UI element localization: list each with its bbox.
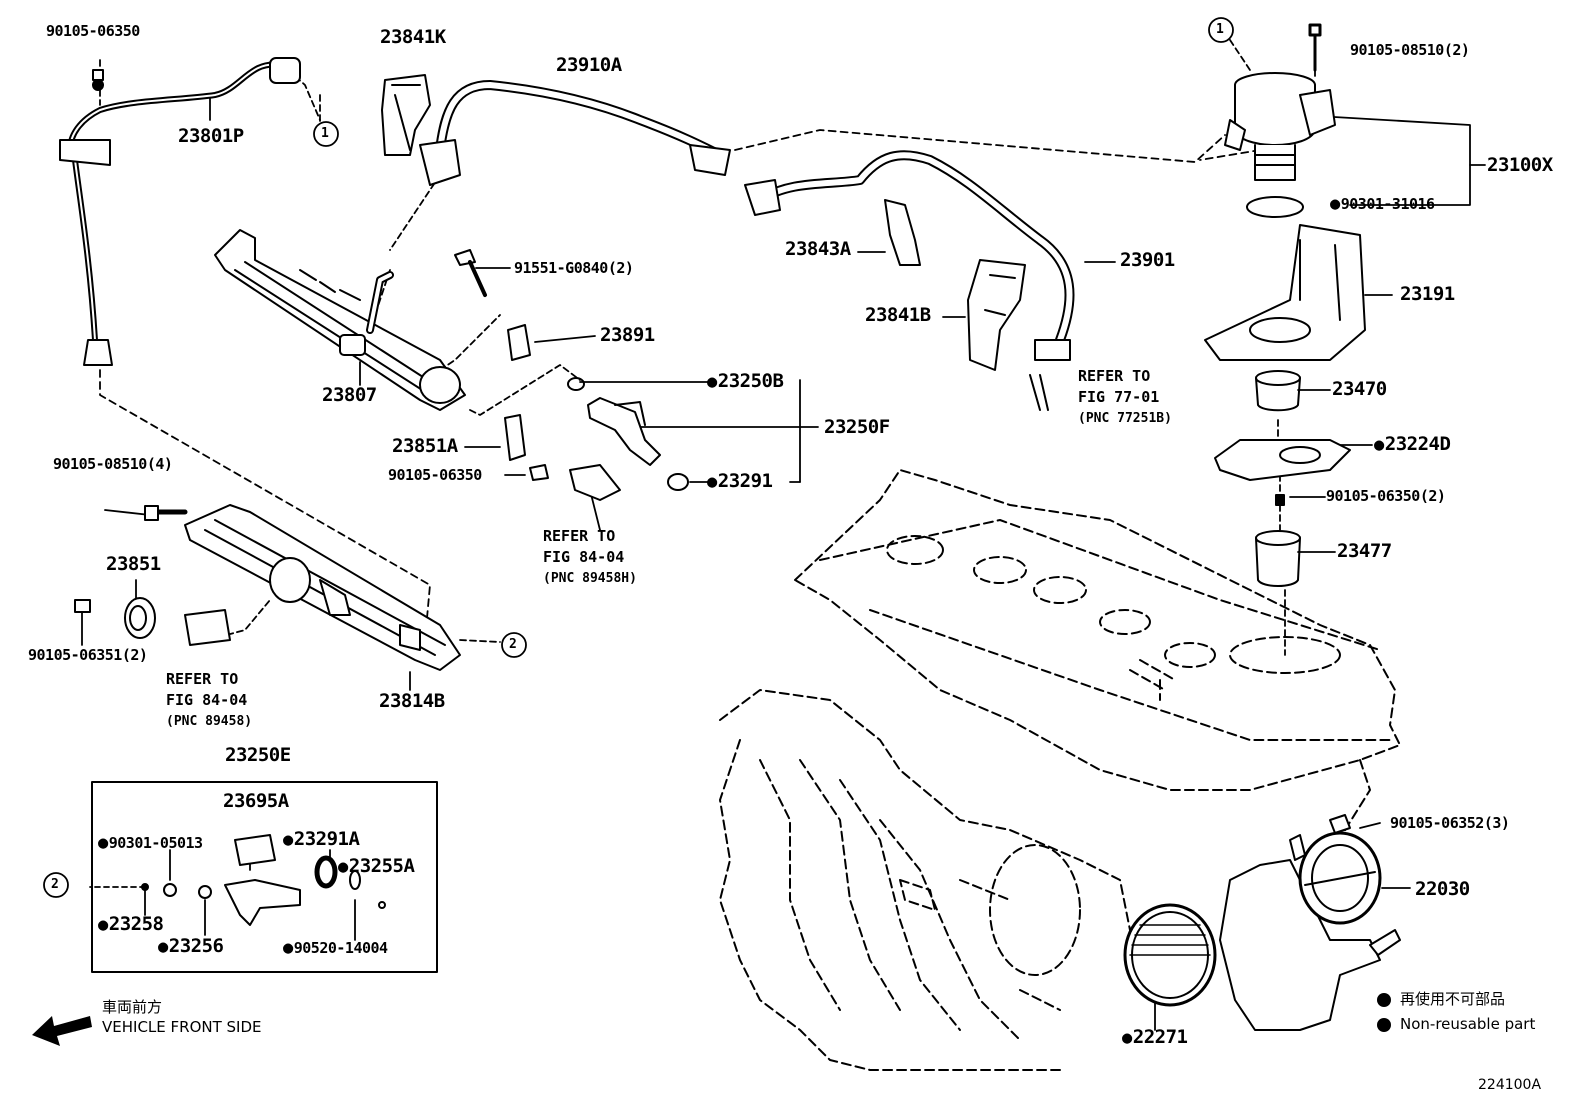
- refer-fig-84-04-left: REFER TO FIG 84-04 (PNC 89458): [166, 669, 252, 732]
- part-23910A-pipe: [419, 80, 731, 186]
- label-23224D: 23224D: [1374, 435, 1451, 454]
- part-22030-throttle: [1219, 814, 1401, 1031]
- part-23851: [74, 597, 156, 639]
- label-23910A: 23910A: [556, 54, 622, 76]
- part-23891: [507, 324, 531, 361]
- part-23807-rail: [214, 229, 466, 411]
- refer-fig84-mid-line3: (PNC 89458H): [543, 571, 637, 586]
- callout-circles: [43, 17, 1234, 898]
- refer-fig-77-01: REFER TO FIG 77-01 (PNC 77251B): [1078, 366, 1172, 429]
- label-23695A: 23695A: [223, 790, 289, 812]
- part-23191-bracket: [1204, 224, 1366, 361]
- label-90301-05013: 90301-05013: [98, 835, 203, 852]
- part-91551-bolt: [454, 249, 487, 297]
- label-23814B: 23814B: [379, 690, 445, 712]
- refer-fig77-line3: (PNC 77251B): [1078, 411, 1172, 426]
- label-23843A: 23843A: [785, 238, 851, 260]
- part-23841K: [381, 74, 431, 156]
- refer-fig84-left-line3: (PNC 89458): [166, 714, 253, 729]
- label-91551-G0840-2: 91551-G0840(2): [514, 259, 634, 277]
- label-22271: 22271: [1122, 1028, 1188, 1047]
- label-23801P: 23801P: [178, 125, 244, 147]
- label-90105-06351-2: 90105-06351(2): [28, 646, 148, 664]
- legend-dots: [1377, 993, 1391, 1032]
- part-23814B-rail: [144, 504, 461, 671]
- part-23901-pipe: [744, 150, 1075, 411]
- label-23851: 23851: [106, 553, 161, 575]
- label-23250E: 23250E: [225, 744, 291, 766]
- label-23191: 23191: [1400, 283, 1455, 305]
- label-23255A: 23255A: [338, 857, 415, 876]
- part-sensor-89458: [184, 609, 231, 646]
- front-arrow-icon: [32, 1016, 92, 1046]
- label-90105-06350-2: 90105-06350(2): [1326, 487, 1446, 505]
- label-23258: 23258: [98, 915, 164, 934]
- part-23801P-pipe: [59, 57, 301, 366]
- label-90105-06352-3: 90105-06352(3): [1390, 814, 1510, 832]
- refer-fig77-line1: REFER TO: [1078, 367, 1151, 385]
- part-23851A: [504, 414, 549, 481]
- label-23807: 23807: [322, 384, 377, 406]
- refer-fig77-line2: FIG 77-01: [1078, 388, 1160, 406]
- part-23477: [1255, 494, 1301, 587]
- label-22030: 22030: [1415, 878, 1470, 900]
- label-23901: 23901: [1120, 249, 1175, 271]
- label-90105-08510-4: 90105-08510(4): [53, 455, 173, 473]
- legend-jp: 再使用不可部品: [1400, 990, 1506, 1008]
- refer-fig84-left-line2: FIG 84-04: [166, 691, 248, 709]
- label-23291A: 23291A: [283, 830, 360, 849]
- front-side-en: VEHICLE FRONT SIDE: [102, 1018, 262, 1036]
- label-23470: 23470: [1332, 378, 1387, 400]
- label-90301-31016: 90301-31016: [1330, 196, 1435, 213]
- part-23100X-pump: [1224, 23, 1336, 218]
- label-90105-06350-top: 90105-06350: [46, 22, 140, 40]
- legend-en: Non-reusable part: [1400, 1015, 1536, 1033]
- callout-1-pump: 1: [1216, 22, 1224, 37]
- part-22271-gasket: [1123, 903, 1217, 1007]
- label-23250B: 23250B: [707, 372, 784, 391]
- callout-2-rail: 2: [509, 637, 517, 652]
- kit-box-23250E: [91, 781, 438, 973]
- label-23851A: 23851A: [392, 435, 458, 457]
- callout-1-top: 1: [321, 126, 329, 141]
- label-23291: 23291: [707, 472, 773, 491]
- figure-id: 224100A: [1478, 1077, 1542, 1093]
- part-23250F-injector: [567, 377, 689, 491]
- label-23256: 23256: [158, 937, 224, 956]
- part-23841B: [967, 259, 1026, 371]
- part-sensor-89458H: [569, 464, 621, 501]
- refer-fig84-mid-line1: REFER TO: [543, 527, 616, 545]
- refer-fig84-mid-line2: FIG 84-04: [543, 548, 625, 566]
- label-23841K: 23841K: [380, 26, 446, 48]
- label-23841B: 23841B: [865, 304, 931, 326]
- label-23891: 23891: [600, 324, 655, 346]
- part-23470: [1255, 370, 1301, 412]
- label-90520-14004: 90520-14004: [283, 940, 388, 957]
- callout-2-box: 2: [51, 877, 59, 892]
- label-90105-06350-mid: 90105-06350: [388, 466, 482, 484]
- label-23100X: 23100X: [1487, 154, 1553, 176]
- part-23224D-gasket: [1214, 439, 1351, 481]
- label-23250F: 23250F: [824, 416, 890, 438]
- label-23477: 23477: [1337, 540, 1392, 562]
- front-side-jp: 車両前方: [102, 998, 163, 1016]
- refer-fig-84-04-mid: REFER TO FIG 84-04 (PNC 89458H): [543, 526, 637, 589]
- refer-fig84-left-line1: REFER TO: [166, 670, 239, 688]
- label-90105-08510-2: 90105-08510(2): [1350, 41, 1470, 59]
- part-23843A: [884, 199, 921, 266]
